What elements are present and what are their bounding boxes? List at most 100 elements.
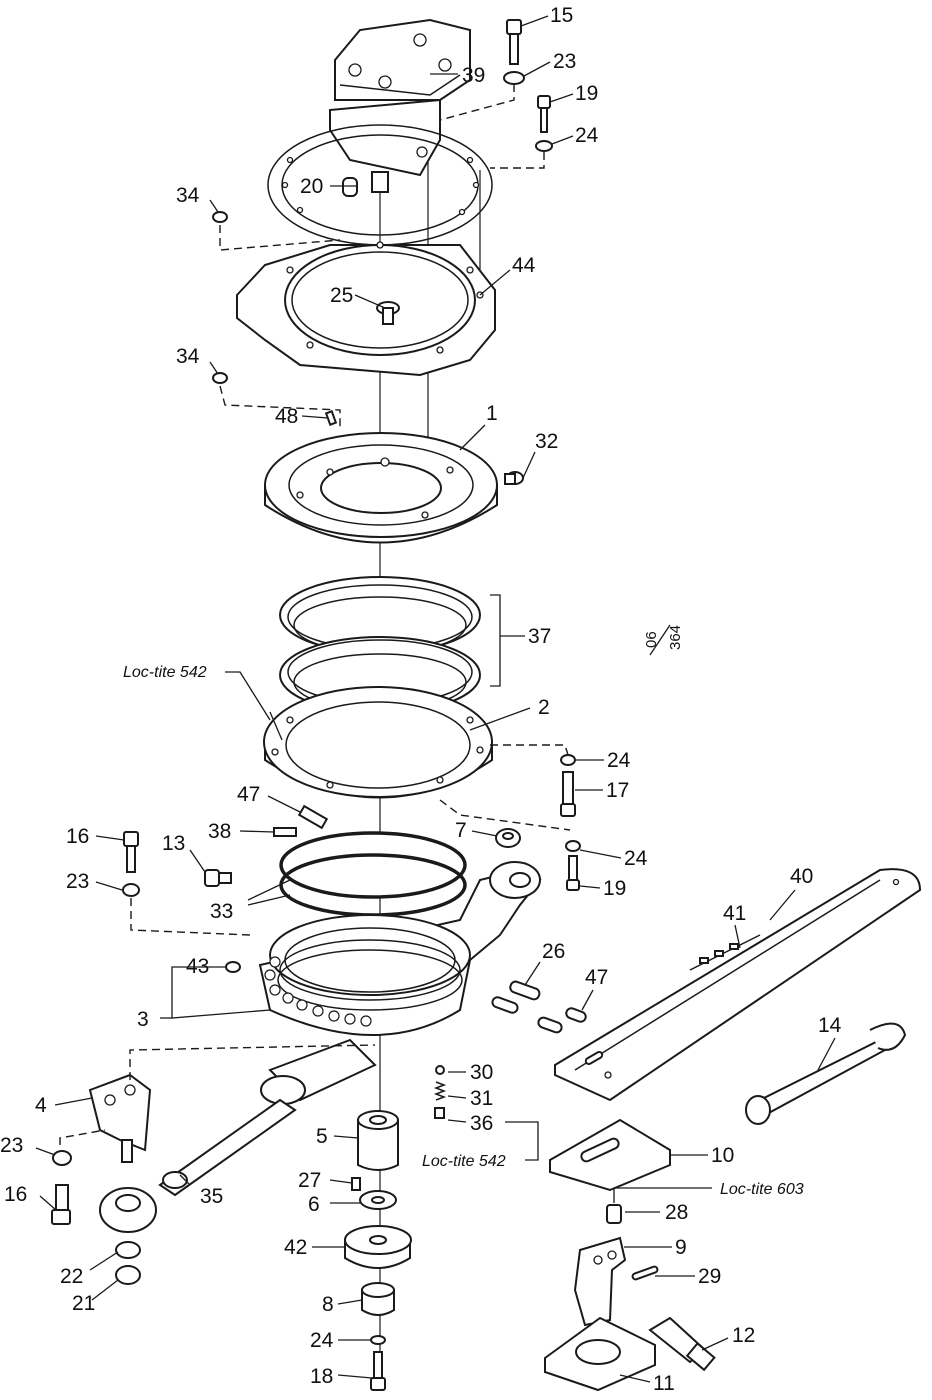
label-12: 12 bbox=[732, 1324, 755, 1347]
plug-part-28 bbox=[606, 1204, 622, 1224]
label-25: 25 bbox=[330, 284, 353, 307]
label-47-lower: 47 bbox=[585, 966, 608, 989]
label-15: 15 bbox=[550, 4, 573, 27]
screw-part-18 bbox=[370, 1351, 386, 1391]
plug-part-32 bbox=[504, 471, 524, 485]
label-37: 37 bbox=[528, 625, 551, 648]
drawing-code: 06 364 bbox=[643, 625, 684, 650]
setscrew-part-38 bbox=[273, 827, 297, 837]
sprocket-part-42 bbox=[344, 1225, 412, 1269]
part-number-labels: 15 23 19 24 39 20 34 44 25 34 48 1 32 37… bbox=[0, 4, 842, 1395]
oring-part-34-top bbox=[212, 211, 228, 223]
label-30: 30 bbox=[470, 1061, 493, 1084]
label-33: 33 bbox=[210, 900, 233, 923]
label-47-upper: 47 bbox=[237, 783, 260, 806]
washer-part-24-bottom bbox=[370, 1335, 386, 1345]
dashed-connector-34-top bbox=[219, 225, 341, 251]
label-44: 44 bbox=[512, 254, 536, 277]
tensioner-part-12 bbox=[648, 1316, 716, 1372]
drawing-code-bottom: 364 bbox=[667, 625, 684, 650]
adapter-plate-part-44 bbox=[236, 241, 496, 377]
label-28: 28 bbox=[665, 1201, 688, 1224]
dashed-connector-23 bbox=[59, 1129, 106, 1145]
chain-part-41 bbox=[689, 934, 761, 971]
label-18: 18 bbox=[310, 1365, 333, 1388]
label-19-lower: 19 bbox=[603, 877, 626, 900]
label-24-top: 24 bbox=[575, 124, 599, 147]
label-14: 14 bbox=[818, 1014, 842, 1037]
label-16-left: 16 bbox=[66, 825, 89, 848]
label-1: 1 bbox=[486, 402, 498, 425]
screw-part-17 bbox=[560, 771, 576, 817]
label-23-lower: 23 bbox=[0, 1134, 23, 1157]
sleeve-part-5 bbox=[357, 1110, 399, 1171]
pin-part-47-upper bbox=[297, 804, 329, 830]
wrench-part-14 bbox=[745, 1022, 907, 1125]
label-16-lower: 16 bbox=[4, 1183, 27, 1206]
spring-part-31 bbox=[433, 1081, 447, 1101]
label-34-lower: 34 bbox=[176, 345, 200, 368]
hub-part-8 bbox=[361, 1282, 395, 1316]
bolt-part-16-left bbox=[123, 831, 139, 873]
pin-part-29 bbox=[631, 1265, 659, 1281]
oring-part-34-lower bbox=[212, 372, 228, 384]
note-loctite-603: Loc-tite 603 bbox=[720, 1181, 804, 1198]
label-24-lower: 24 bbox=[624, 847, 648, 870]
label-34-top: 34 bbox=[176, 184, 200, 207]
washer-part-24-lower bbox=[565, 840, 581, 852]
saw-head-body-part-3 bbox=[258, 861, 542, 1036]
nut-part-7 bbox=[495, 828, 521, 848]
washer-part-22 bbox=[115, 1241, 141, 1259]
label-3: 3 bbox=[137, 1008, 149, 1031]
label-36: 36 bbox=[470, 1112, 493, 1135]
washer-part-23-left bbox=[122, 883, 140, 897]
washer-part-24-top bbox=[535, 140, 553, 152]
motor-part-39 bbox=[329, 18, 471, 193]
label-13: 13 bbox=[162, 832, 185, 855]
label-27: 27 bbox=[298, 1169, 321, 1192]
nut-part-21 bbox=[115, 1265, 141, 1285]
label-6: 6 bbox=[308, 1193, 320, 1216]
washer-part-23-top bbox=[503, 71, 525, 85]
label-42: 42 bbox=[284, 1236, 307, 1259]
label-40: 40 bbox=[790, 865, 813, 888]
pins-part-26 bbox=[491, 980, 563, 1034]
label-41: 41 bbox=[723, 902, 746, 925]
label-39: 39 bbox=[462, 64, 485, 87]
label-2: 2 bbox=[538, 696, 550, 719]
label-26: 26 bbox=[542, 940, 565, 963]
cylinder-part-35 bbox=[158, 1038, 377, 1197]
base-plate-part-11 bbox=[544, 1316, 656, 1392]
dashed-connector-2 bbox=[490, 744, 569, 756]
label-21: 21 bbox=[72, 1292, 95, 1315]
label-7: 7 bbox=[455, 819, 467, 842]
label-43: 43 bbox=[186, 955, 209, 978]
label-32: 32 bbox=[535, 430, 558, 453]
key-part-20 bbox=[342, 177, 358, 197]
label-48: 48 bbox=[275, 405, 298, 428]
washer-part-24-mid bbox=[560, 754, 576, 766]
setscrew-part-48 bbox=[324, 410, 338, 426]
plug-part-43 bbox=[225, 961, 241, 973]
leader-lines bbox=[35, 15, 836, 1383]
label-23-left: 23 bbox=[66, 870, 89, 893]
dashed-connector-34-lower bbox=[219, 385, 341, 430]
label-20: 20 bbox=[300, 175, 323, 198]
plug-part-25 bbox=[376, 301, 400, 325]
label-17: 17 bbox=[606, 779, 629, 802]
label-19-top: 19 bbox=[575, 82, 598, 105]
label-38: 38 bbox=[208, 820, 231, 843]
label-5: 5 bbox=[316, 1125, 328, 1148]
plug-part-13 bbox=[204, 869, 232, 887]
outer-ring-part-2 bbox=[263, 686, 493, 799]
label-24-bottom: 24 bbox=[310, 1329, 334, 1352]
note-loctite-542-top: Loc-tite 542 bbox=[123, 664, 207, 681]
label-35: 35 bbox=[200, 1185, 223, 1208]
label-23-top: 23 bbox=[553, 50, 576, 73]
washer-part-23-lower bbox=[52, 1150, 72, 1166]
screw-part-15 bbox=[506, 19, 522, 65]
label-11: 11 bbox=[653, 1372, 675, 1395]
guide-bar-part-40 bbox=[554, 868, 922, 1102]
drawing-code-top: 06 bbox=[643, 631, 660, 648]
